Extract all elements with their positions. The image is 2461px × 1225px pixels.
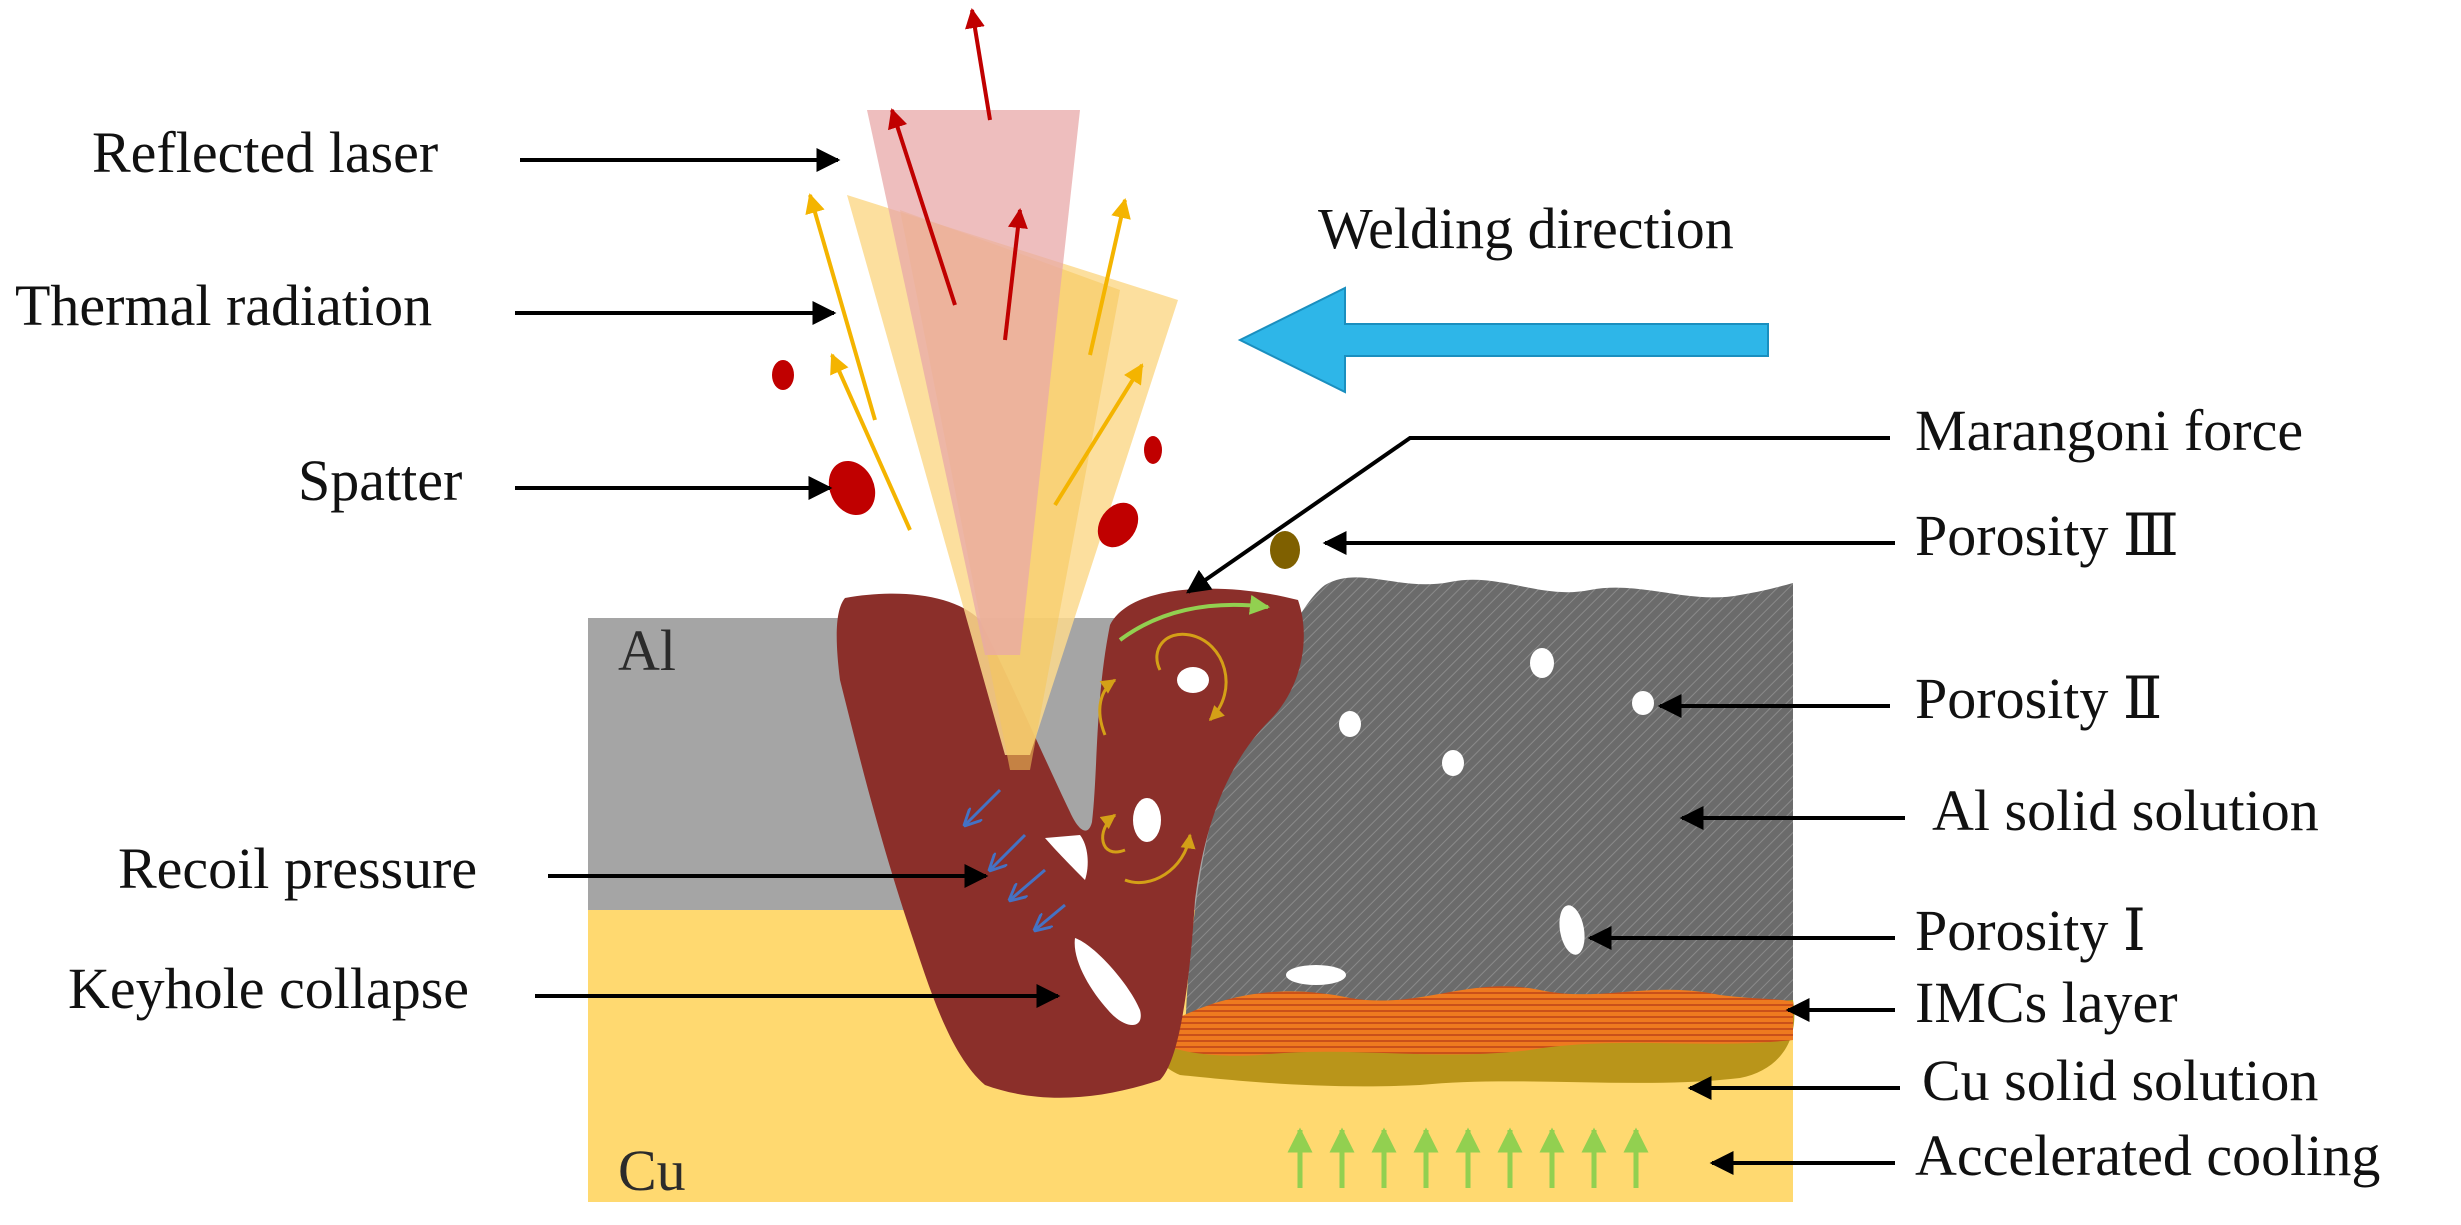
reflected-laser-beam [867,110,1080,655]
reflected-laser-arrows [888,8,1028,341]
leader-marangoni-force [1186,436,1890,594]
keyhole-tip [1045,835,1088,880]
recoil-pressure-arrows [965,788,1066,930]
accelerated-cooling-arrows [1287,1127,1649,1188]
label-keyhole-collapse: Keyhole collapse [68,956,469,1021]
material-label-al: Al [618,618,676,683]
label-spatter: Spatter [298,448,462,513]
spatter-droplets [772,360,1162,548]
thermal-radiation-arrows [805,193,1144,531]
welding-direction-label: Welding direction [1318,196,1734,261]
porosity-iii-bubble [1270,531,1300,569]
material-label-cu: Cu [618,1138,686,1203]
label-al-solid-solution: Al solid solution [1932,778,2319,843]
label-thermal-radiation: Thermal radiation [15,273,432,338]
label-porosity-iii: Porosity Ⅲ [1915,503,2179,568]
label-recoil-pressure: Recoil pressure [118,836,477,901]
label-imcs-layer: IMCs layer [1915,970,2178,1035]
label-porosity-i: Porosity Ⅰ [1915,898,2146,963]
pores [1074,648,1654,1025]
marangoni-flow-arrow [1118,594,1270,642]
label-porosity-ii: Porosity Ⅱ [1915,666,2162,731]
label-cu-solid-solution: Cu solid solution [1922,1048,2318,1113]
label-accelerated-cooling: Accelerated cooling [1915,1123,2380,1188]
leader-arrows [515,148,1905,1175]
melt-flow-arrows [1098,632,1228,885]
imcs-layer [1165,986,1793,1056]
welding-direction-arrow [1237,286,1769,394]
label-reflected-laser: Reflected laser [92,120,438,185]
label-marangoni-force: Marangoni force [1915,398,2303,463]
